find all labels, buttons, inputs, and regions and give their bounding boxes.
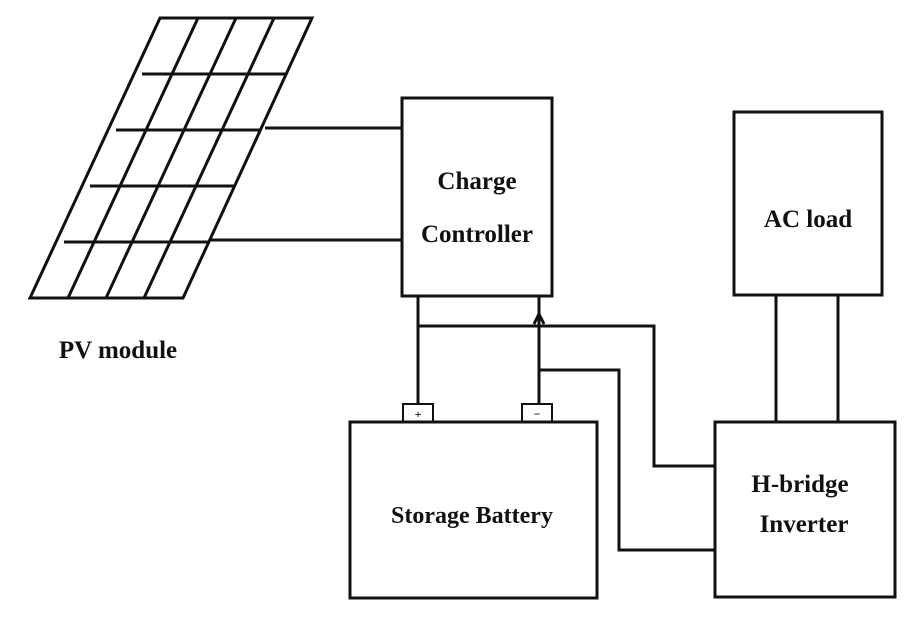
pv-col-line (104, 17, 238, 299)
storage-battery-label: Storage Battery (391, 503, 553, 529)
storage-battery-box (348, 420, 599, 600)
pv-col-line (142, 17, 276, 299)
pv-module-label: PV module (59, 337, 177, 364)
inverter-wire-positive (418, 324, 715, 468)
ac-load-box (732, 110, 884, 297)
pv-panel-outline (27, 16, 315, 300)
pv-module-panel (27, 16, 315, 300)
inverter-label-line2: Inverter (760, 511, 849, 538)
positive-terminal-label: + (415, 407, 422, 421)
charge-controller-label-line1: Charge (437, 168, 516, 195)
inverter-label-line1: H-bridge (751, 471, 848, 498)
pv-col-line (66, 17, 200, 299)
ac-load-label: AC load (764, 206, 852, 233)
negative-terminal-label: − (534, 407, 541, 421)
inverter-wire-negative (539, 368, 715, 552)
charge-controller-label-line2: Controller (421, 221, 533, 248)
charge-controller-box (400, 96, 554, 298)
wire-junction-marker (532, 310, 546, 325)
inverter-box (713, 420, 897, 599)
